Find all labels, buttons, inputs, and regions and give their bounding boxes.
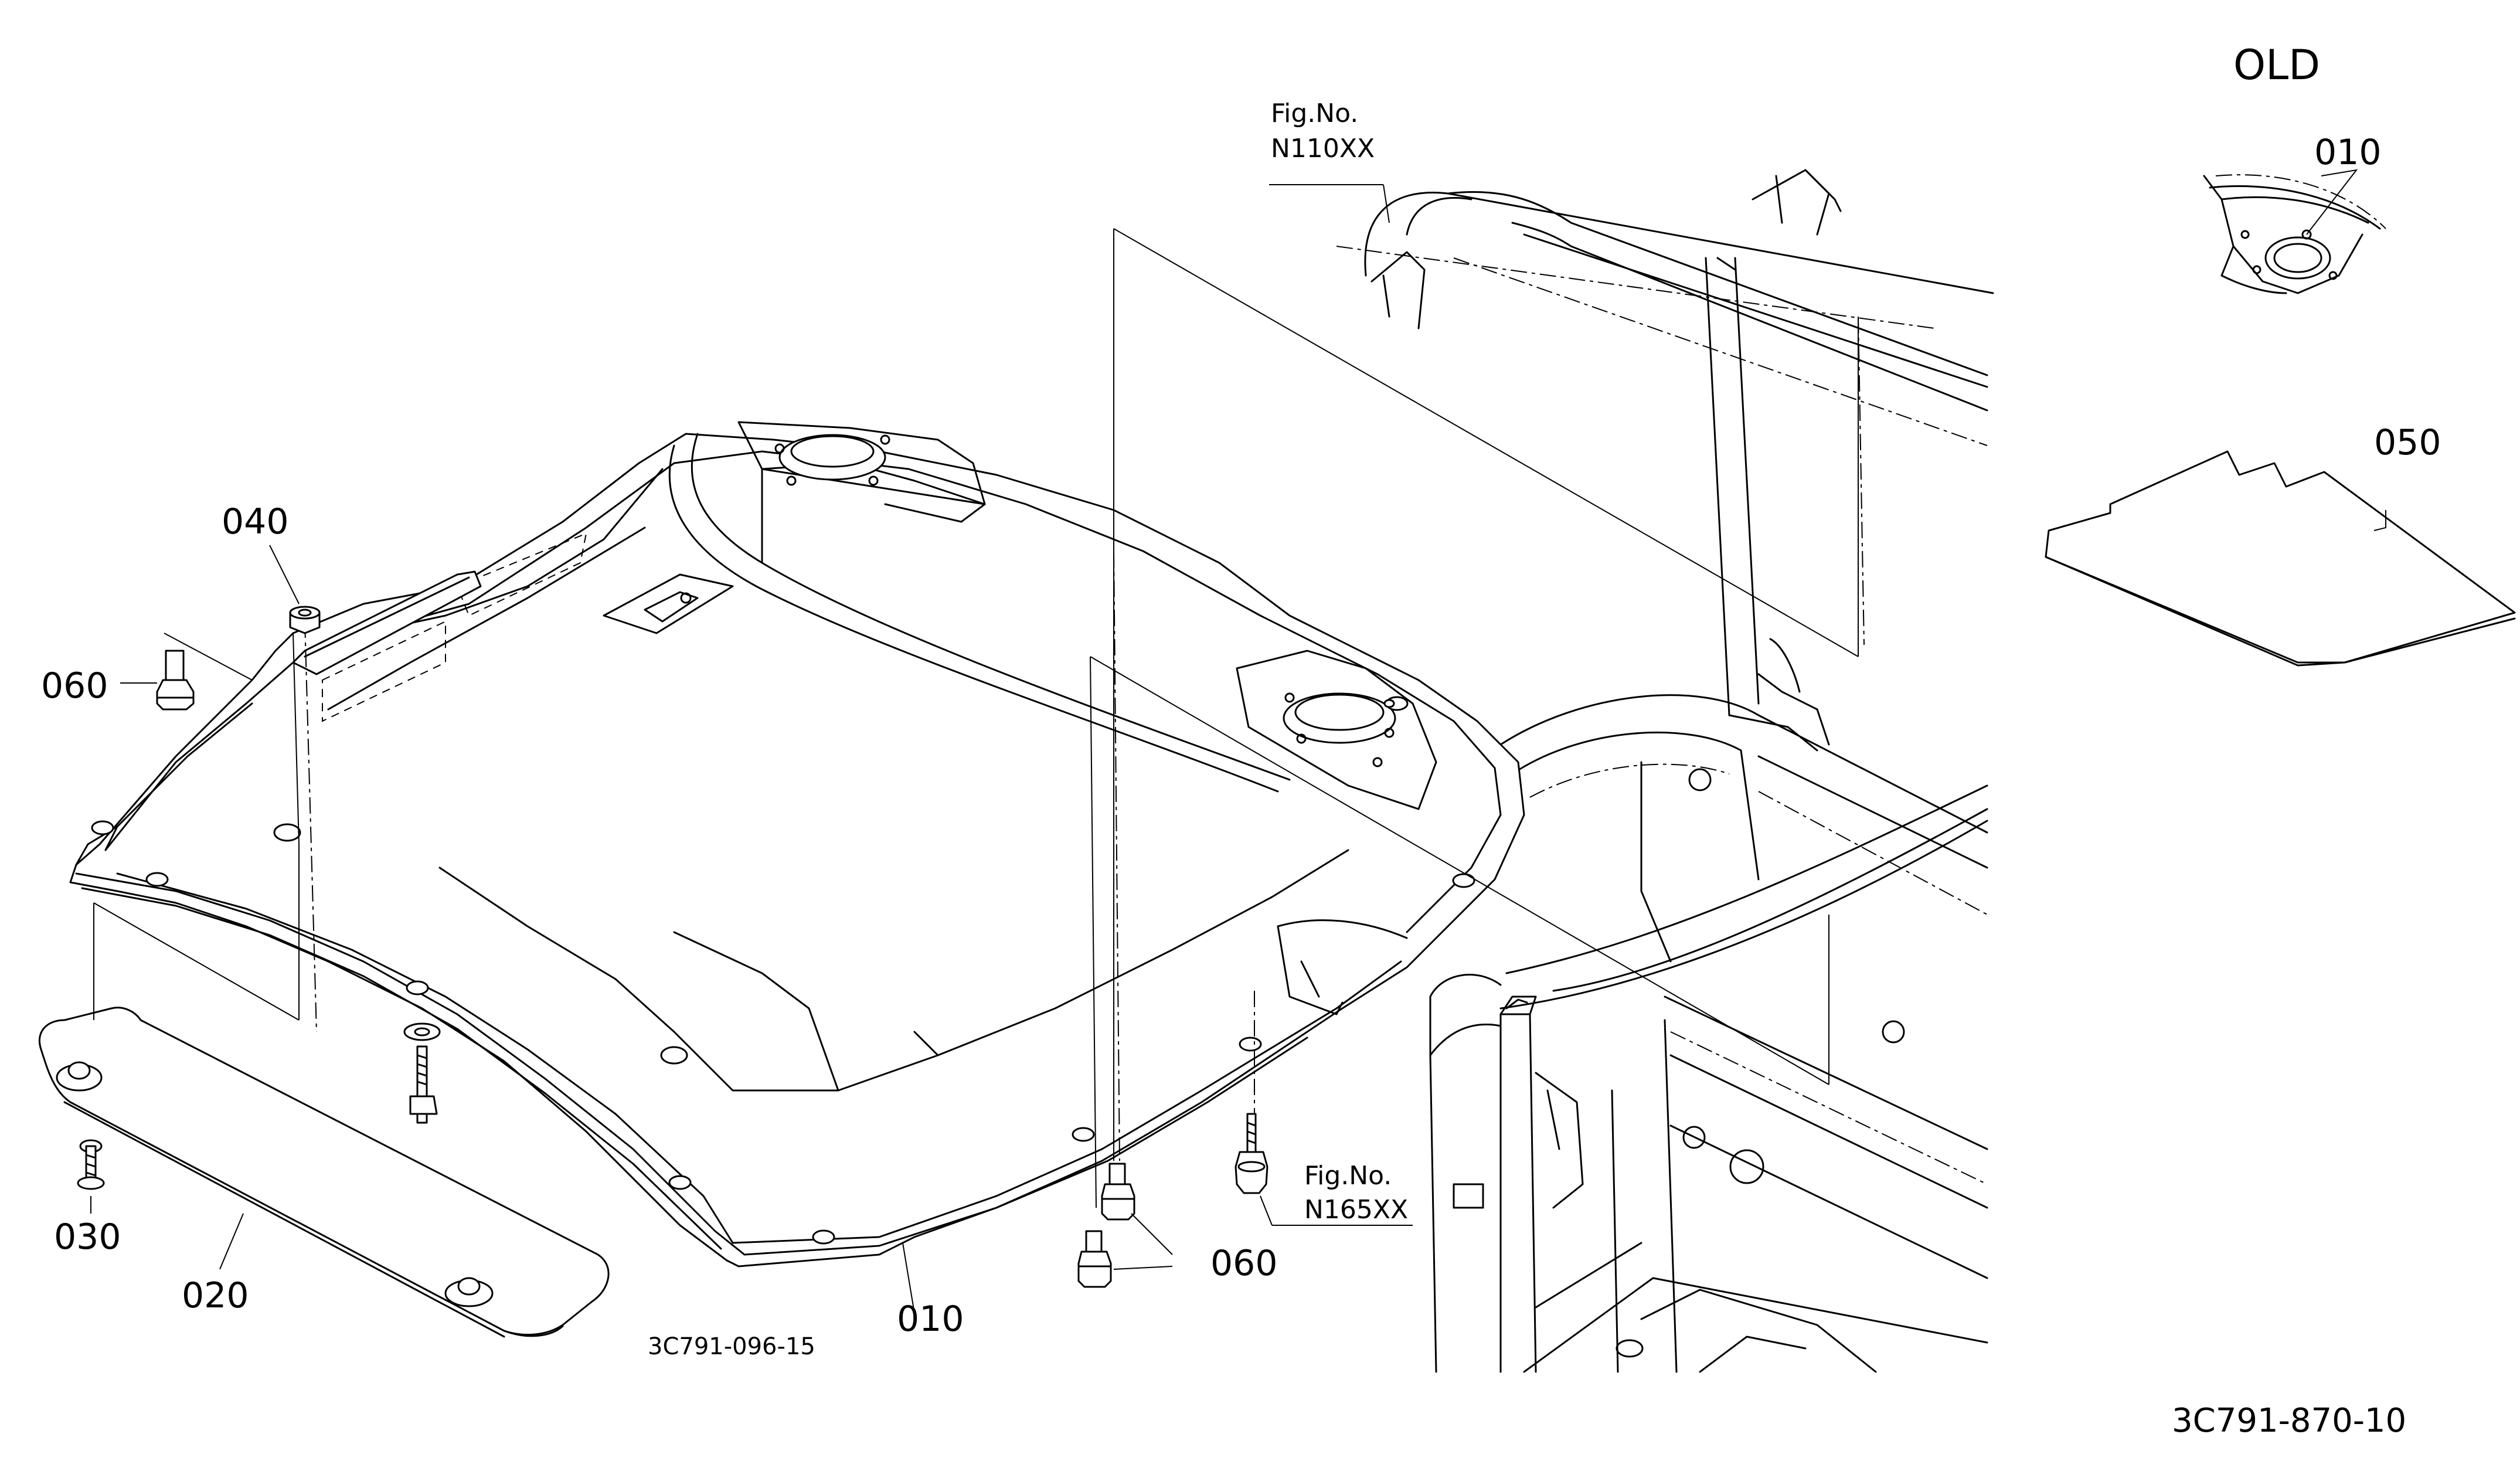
grommet-060-right	[1077, 1163, 1135, 1288]
cab-frame	[1336, 169, 1994, 1373]
drawing-code: 3C791-870-10	[2172, 1402, 2406, 1440]
part-050: 050	[2374, 422, 2441, 463]
labels: OLD 010 050 040 060 030 020 010 060 Fig.…	[41, 41, 2441, 1440]
part-060-right: 060	[1210, 1243, 1278, 1284]
fig-number-2: N165XX	[1304, 1195, 1408, 1225]
part-040: 040	[222, 501, 289, 542]
old-label: OLD	[2233, 41, 2320, 89]
sun-visor-020	[38, 1007, 610, 1338]
fig-number-1: N110XX	[1271, 134, 1375, 164]
bolt-030	[77, 1139, 105, 1190]
assembly-lines	[93, 228, 1865, 1208]
stud-washer	[403, 1022, 441, 1124]
stud-right	[1235, 1113, 1268, 1194]
fig-label-1: Fig.No.	[1271, 98, 1358, 128]
fig-label-2: Fig.No.	[1304, 1161, 1392, 1191]
sub-drawing-code: 3C791-096-15	[648, 1333, 815, 1360]
leader-lines	[90, 169, 2386, 1314]
part-020: 020	[182, 1275, 249, 1316]
roof-panel-010	[69, 421, 1525, 1267]
part-010: 010	[897, 1299, 964, 1340]
old-detail	[2203, 174, 2386, 294]
part-030: 030	[54, 1216, 121, 1258]
part-010-old: 010	[2314, 132, 2382, 173]
insulation-sheet-050	[2045, 450, 2516, 667]
part-060-left: 060	[41, 665, 108, 706]
nut-040	[289, 606, 321, 634]
grommet-060-left	[156, 650, 195, 711]
